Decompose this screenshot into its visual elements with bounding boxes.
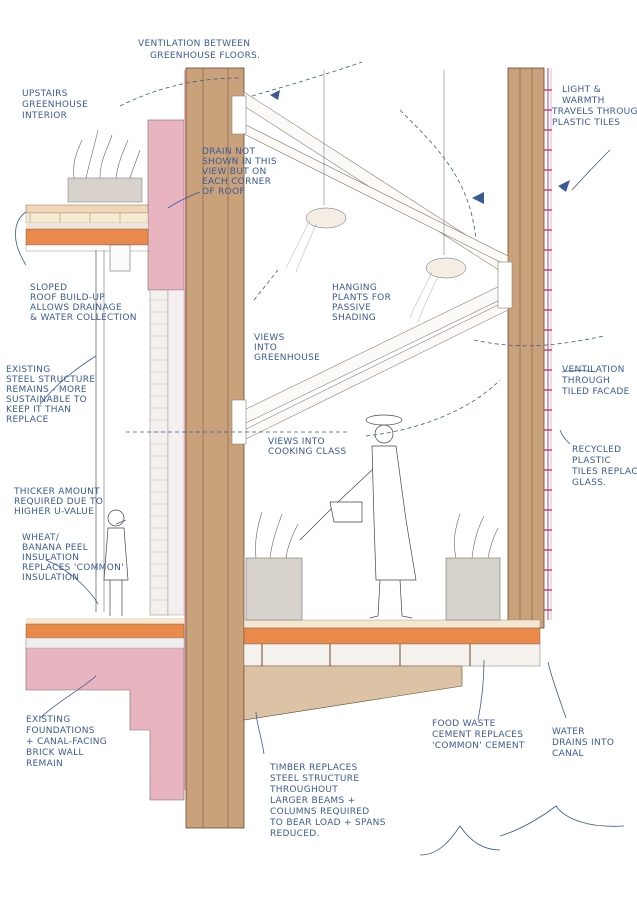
existing-brick-wall xyxy=(25,70,186,801)
annotation-leader-lines xyxy=(15,149,625,856)
ground-floor-slab xyxy=(243,511,541,721)
roof-build-up xyxy=(25,129,149,612)
woman-watering-figure xyxy=(299,414,417,619)
ventilation-arrow-icon xyxy=(270,90,570,204)
hanging-plants xyxy=(285,70,467,323)
plastic-tile-facade xyxy=(544,68,552,620)
greenhouse-truss xyxy=(231,91,513,445)
annotation-arrows xyxy=(119,61,605,437)
timber-columns xyxy=(185,67,545,829)
